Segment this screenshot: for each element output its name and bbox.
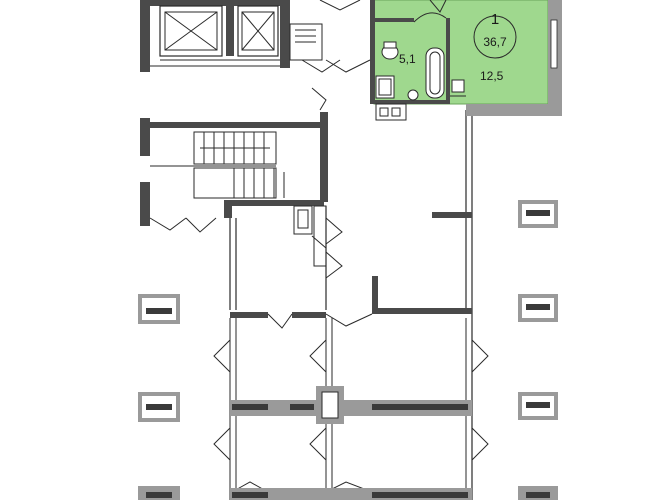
elevator-shaft-block bbox=[140, 0, 290, 72]
service-shaft bbox=[289, 23, 323, 61]
hall-walls bbox=[140, 112, 328, 226]
bathroom-area: 5,1 bbox=[399, 52, 416, 66]
staircase bbox=[150, 131, 285, 199]
facade-windows bbox=[138, 200, 558, 500]
apartment-number: 1 bbox=[490, 11, 500, 28]
lower-door-swings bbox=[213, 313, 489, 493]
cross-walls bbox=[230, 386, 472, 500]
apartment-1[interactable] bbox=[370, 0, 562, 116]
living-room-area: 12,5 bbox=[480, 69, 504, 83]
lower-partitions bbox=[230, 212, 472, 318]
corridor-walls bbox=[229, 110, 473, 500]
door-swings-core bbox=[149, 0, 361, 233]
apartment-total-area: 36,7 bbox=[483, 35, 507, 49]
bathroom-fixtures bbox=[375, 41, 466, 121]
door-swings-apartment bbox=[325, 59, 371, 73]
apartment-badge bbox=[473, 15, 517, 59]
tech-rooms bbox=[293, 205, 343, 279]
